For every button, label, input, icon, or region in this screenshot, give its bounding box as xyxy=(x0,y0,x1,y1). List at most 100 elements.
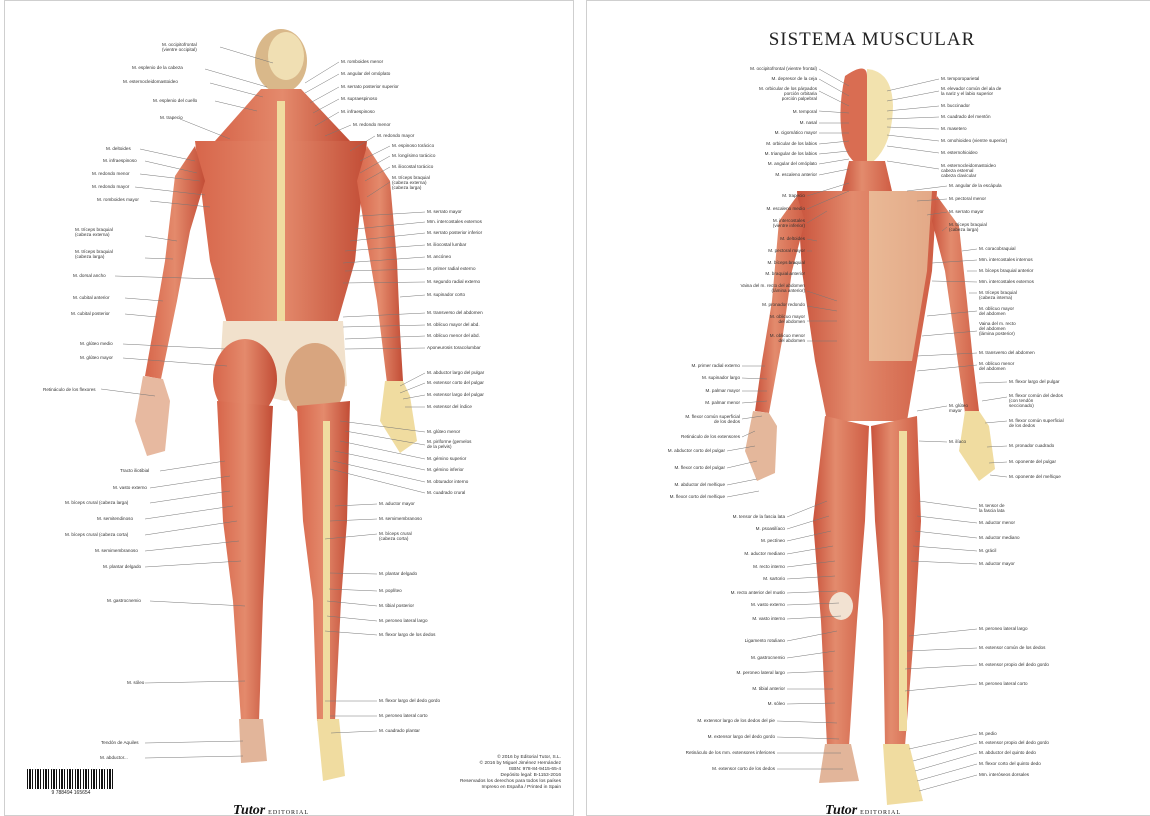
label: M. tibial posterior xyxy=(379,603,414,608)
label: M. bíceps braquial xyxy=(767,260,805,265)
label: M. oblicuo mayor del abd. xyxy=(427,322,480,327)
label: M. transverso del abdomen xyxy=(427,310,483,315)
label: M. orbicular de los labios xyxy=(766,141,817,146)
label: M. extensor largo de los dedos del pie xyxy=(697,718,775,723)
label: M. escaleno anterior xyxy=(775,172,817,177)
label: M. aductor mayor xyxy=(379,501,415,506)
label: M. flexor común superficialde los dedos xyxy=(1009,418,1064,428)
label: M. flexor común del dedos(con tendónsecc… xyxy=(1009,393,1063,408)
label: M. pectoral menor xyxy=(949,196,986,201)
label: M. abductor... xyxy=(100,755,128,760)
label: M. flexor largo de los dedos xyxy=(379,632,435,637)
label: M. esternocleidomastoideo xyxy=(123,79,178,84)
label: M. iliocostal torácico xyxy=(392,164,433,169)
front-view-figure xyxy=(587,1,1150,816)
label: M. abductor largo del pulgar xyxy=(427,370,484,375)
label: M. nasal xyxy=(800,120,817,125)
label: M. ancóneo xyxy=(427,254,451,259)
label: M. sóleo xyxy=(127,680,144,685)
label: M. longísimo torácico xyxy=(392,153,435,158)
label: M. deltoides xyxy=(780,236,805,241)
label: M. psoasilíaco xyxy=(756,526,785,531)
label: M. flexor corto del pulgar xyxy=(674,465,725,470)
label: M. redondo mayor xyxy=(92,184,129,189)
label: M. extensor largo del pulgar xyxy=(427,392,484,397)
label: M. cubital posterior xyxy=(71,311,110,316)
label: M. peroneo lateral largo xyxy=(736,670,785,675)
label: Vaina del m. rectodel abdomen(lámina pos… xyxy=(979,321,1016,336)
label: M. cuadrado crural xyxy=(427,490,465,495)
label: M. extensor del índice xyxy=(427,404,472,409)
label: M. bíceps crural (cabeza corta) xyxy=(65,532,128,537)
label: M. grácil xyxy=(979,548,996,553)
label: M. palmar mayor xyxy=(706,388,740,393)
barcode-icon: 9 788494 165654 xyxy=(27,769,115,797)
label: M. sóleo xyxy=(768,701,785,706)
label: M. plantar delgado xyxy=(379,571,417,576)
label: M. recto interno xyxy=(753,564,785,569)
label: M. obturador interno xyxy=(427,479,468,484)
label: M. oponente del pulgar xyxy=(1009,459,1056,464)
label: M. oblicuo menordel abdomen xyxy=(770,333,805,343)
label: M. semitendinoso xyxy=(97,516,133,521)
label: M. vasto externo xyxy=(751,602,785,607)
label: Mm. intercostales externos xyxy=(979,279,1034,284)
label: M. peroneo lateral corto xyxy=(379,713,428,718)
label: M. coracobraquial xyxy=(979,246,1016,251)
label: M. semimembranoso xyxy=(379,516,422,521)
label: M. tríceps braquial(cabeza interna) xyxy=(979,290,1017,300)
label: M. serrato posterior inferior xyxy=(427,230,482,235)
label: M. plantar delgado xyxy=(103,564,141,569)
label: M. angular del omóplato xyxy=(341,71,390,76)
copyright-block: © 2016 by Editorial Tutor, S.L. © 2016 b… xyxy=(460,755,561,791)
label: M. occipitofrontal (vientre frontal) xyxy=(750,66,817,71)
label: M. pronador redondo xyxy=(762,302,805,307)
label: M. infraespinoso xyxy=(103,158,137,163)
label: M. flexor corto del meñique xyxy=(670,494,725,499)
label: Tracto iliotibial xyxy=(120,468,149,473)
label: M. glúteo medio xyxy=(80,341,113,346)
label: M. angular del omóplato xyxy=(768,161,817,166)
label: M. temporoparietal xyxy=(941,76,979,81)
label: M. triangular de los labios xyxy=(765,151,817,156)
label: M. abductor del meñique xyxy=(674,482,725,487)
label: M. tensor de la fascia lata xyxy=(733,514,785,519)
label: M. tríceps braquial(cabeza externa)(cabe… xyxy=(392,175,430,190)
label: M. extensor corto del pulgar xyxy=(427,380,484,385)
back-view-chart: M. occipitofrontal(vientre occipital) M.… xyxy=(4,0,574,816)
label: M. vasto interno xyxy=(752,616,785,621)
label: M. transverso del abdomen xyxy=(979,350,1035,355)
label: M. trapecio xyxy=(160,115,183,120)
label: M. pectíneo xyxy=(761,538,785,543)
label: M. esplenio de la cabeza xyxy=(132,65,183,70)
label: Aponeurosis toracolumbar xyxy=(427,345,481,350)
label: M. gémino inferior xyxy=(427,467,464,472)
label: M. redondo menor xyxy=(92,171,130,176)
label: M. recto anterior del muslo xyxy=(731,590,785,595)
label: M. extensor largo del dedo gordo xyxy=(708,734,775,739)
label: M. tríceps braquial(cabeza larga) xyxy=(75,249,113,259)
label: M. masetero xyxy=(941,126,967,131)
label: M. temporal xyxy=(793,109,817,114)
label: M. tríceps braquial(cabeza externa) xyxy=(75,227,113,237)
label: M. aductor mediano xyxy=(979,535,1020,540)
label: M. primer radial externo xyxy=(427,266,476,271)
label: M. angular de la escápula xyxy=(949,183,1002,188)
label: M. palmar menor xyxy=(705,400,740,405)
copyright-line: Impreso en España / Printed in Spain xyxy=(460,785,561,791)
label: M. dorsal ancho xyxy=(73,273,106,278)
label: Retináculo de los flexores xyxy=(43,387,96,392)
label: Mm. intercostales internos xyxy=(979,257,1033,262)
label: M. flexor largo del pulgar xyxy=(1009,379,1060,384)
label: M. tríceps braquial(cabeza larga) xyxy=(949,222,987,232)
front-view-chart: SISTEMA MUSCULAR xyxy=(586,0,1150,816)
label: M. flexor corto del quinto dedo xyxy=(979,761,1041,766)
